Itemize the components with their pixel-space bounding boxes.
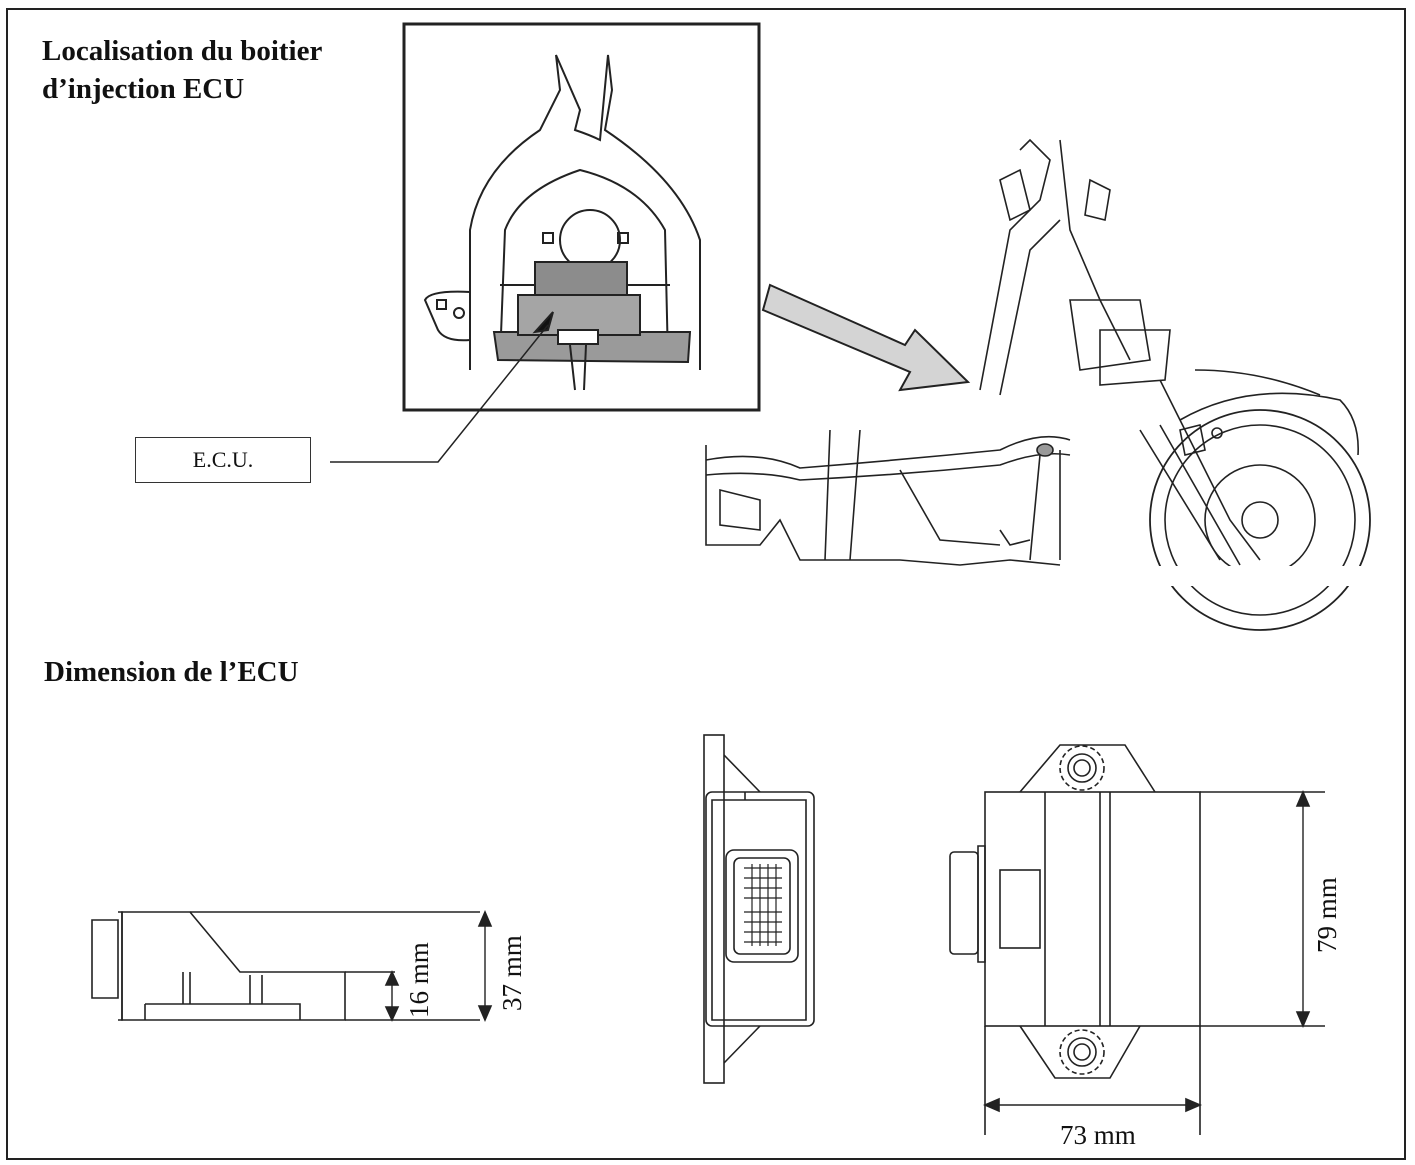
side-step-dimension: 16 mm: [404, 942, 434, 1018]
location-title-line1: Localisation du boitier: [42, 35, 323, 67]
ecu-top-view: [949, 744, 1325, 1135]
location-title-line2: d’injection ECU: [42, 73, 245, 105]
ecu-callout-label: E.C.U.: [135, 437, 311, 483]
dimension-title: Dimension de l’ECU: [44, 656, 299, 688]
top-height-dimension: 79 mm: [1312, 877, 1342, 953]
ecu-connector-view: [703, 734, 815, 1084]
side-height-dimension: 37 mm: [497, 935, 527, 1011]
ecu-location-inset: [330, 22, 761, 463]
pointer-arrow: [761, 283, 971, 392]
ecu-side-view: [91, 909, 493, 1023]
scooter-frame-illustration: [705, 138, 1371, 631]
top-width-dimension: 73 mm: [1060, 1120, 1136, 1150]
diagram-frame: [6, 8, 1406, 1160]
location-title: Localisation du boitier d’injection ECU: [42, 32, 402, 108]
